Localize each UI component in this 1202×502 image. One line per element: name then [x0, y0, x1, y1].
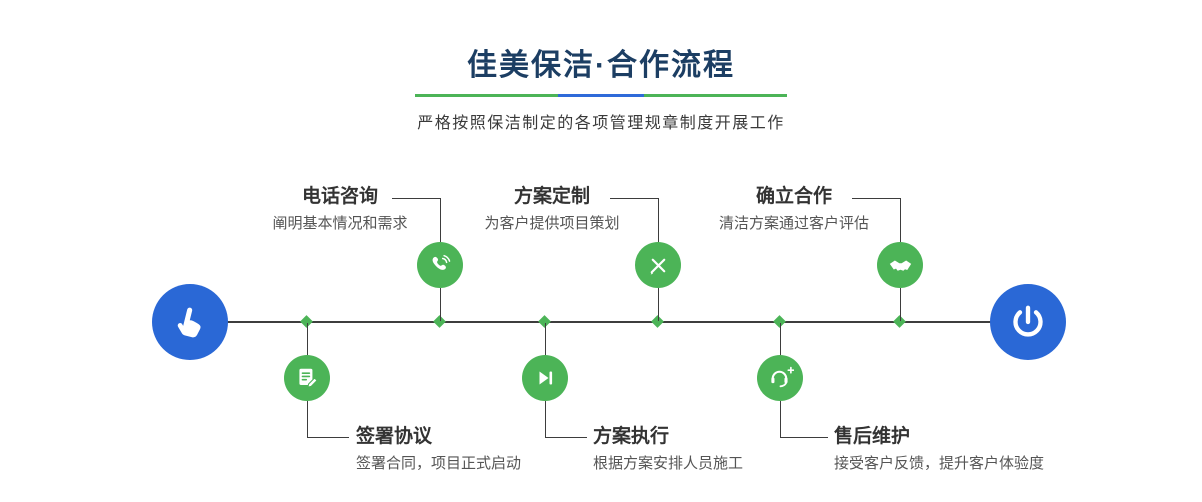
handshake-icon	[889, 259, 911, 271]
connector-line	[545, 401, 546, 437]
contract-signing-icon	[299, 368, 318, 388]
step-circle	[417, 242, 463, 288]
connector-line	[658, 198, 659, 242]
divider-green-segment	[644, 94, 787, 97]
connector-line	[780, 401, 781, 437]
connector-line	[900, 288, 901, 321]
title-divider	[415, 94, 787, 97]
step-text: 方案执行 根据方案安排人员施工	[593, 426, 743, 473]
step-label: 方案执行	[593, 426, 670, 447]
headset-support-icon	[770, 366, 794, 387]
page-subtitle: 严格按照保洁制定的各项管理规章制度开展工作	[417, 115, 785, 132]
step-label: 方案定制	[513, 186, 590, 207]
step-text: 售后维护 接受客户反馈，提升客户体验度	[834, 426, 1044, 473]
connector-line	[392, 198, 440, 199]
power-icon	[1013, 305, 1043, 337]
end-node	[990, 284, 1066, 360]
step-text: 电话咨询 阐明基本情况和需求	[250, 186, 430, 233]
step-description: 接受客户反馈，提升客户体验度	[834, 455, 1045, 472]
step-label: 电话咨询	[301, 186, 378, 207]
step-circle	[284, 355, 330, 401]
connector-line	[545, 437, 587, 438]
step-text: 方案定制 为客户提供项目策划	[462, 186, 642, 233]
step-label: 售后维护	[834, 426, 911, 447]
timeline-line	[190, 321, 1028, 323]
connector-line	[440, 198, 441, 242]
connector-line	[545, 323, 546, 355]
step-circle	[877, 242, 923, 288]
divider-green-segment	[415, 94, 558, 97]
step-description: 为客户提供项目策划	[484, 215, 620, 232]
start-node	[152, 284, 228, 360]
connector-line	[307, 323, 308, 355]
step-circle	[635, 242, 681, 288]
connector-line	[780, 323, 781, 355]
design-pencil-icon	[650, 258, 665, 275]
step-description: 根据方案安排人员施工	[593, 455, 744, 472]
step-description: 阐明基本情况和需求	[272, 215, 408, 232]
step-description: 签署合同，项目正式启动	[356, 455, 522, 472]
divider-blue-segment	[558, 94, 644, 97]
pointing-hand-icon	[177, 307, 201, 338]
connector-line	[780, 437, 828, 438]
phone-icon	[432, 254, 451, 270]
connector-line	[658, 288, 659, 321]
page-title: 佳美保洁·合作流程	[467, 49, 735, 82]
step-circle	[522, 355, 568, 401]
step-circle	[757, 355, 803, 401]
connector-line	[852, 198, 900, 199]
step-label: 确立合作	[755, 186, 832, 207]
connector-line	[307, 401, 308, 437]
connector-line	[440, 288, 441, 321]
connector-line	[900, 198, 901, 242]
step-text: 签署协议 签署合同，项目正式启动	[356, 426, 521, 473]
play-icon	[539, 371, 553, 385]
connector-line	[307, 437, 349, 438]
step-text: 确立合作 清洁方案通过客户评估	[704, 186, 884, 233]
step-label: 签署协议	[356, 426, 433, 447]
connector-line	[610, 198, 658, 199]
step-description: 清洁方案通过客户评估	[718, 215, 869, 232]
